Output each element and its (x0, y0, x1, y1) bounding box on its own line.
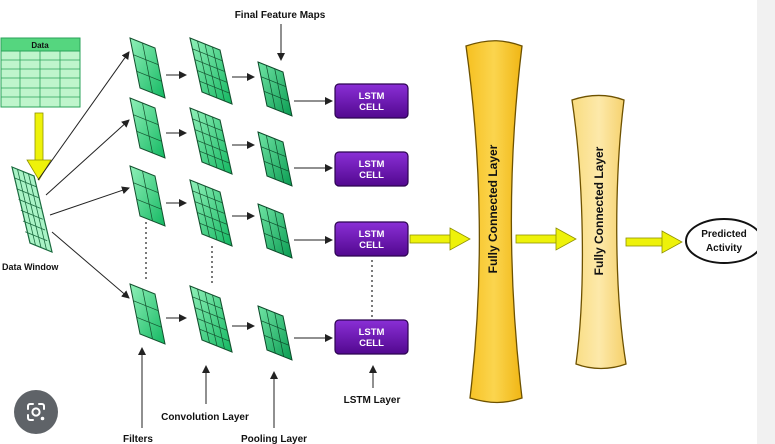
conv-map (189, 37, 233, 105)
lstm-cell-label: LSTM (359, 327, 385, 338)
pool-map (257, 305, 293, 361)
conv-map (189, 285, 233, 353)
lstm-cell: LSTM CELL (334, 319, 409, 355)
camera-lens-icon (27, 403, 45, 421)
filter-map (129, 165, 166, 227)
pool-map (257, 61, 293, 117)
pooling-layer-label: Pooling Layer (241, 434, 307, 444)
data-window (11, 166, 53, 253)
lstm-cell-label: CELL (359, 240, 384, 251)
conv-to-pool-arrows (232, 73, 255, 330)
lstm-cell-label: LSTM (359, 159, 385, 170)
data-table: Data (0, 37, 81, 108)
fc-layer-1: Fully Connected Layer (465, 40, 523, 404)
fc-layer-2-label: Fully Connected Layer (592, 146, 606, 275)
predicted-line1: Predicted (701, 229, 747, 240)
convolution-layer-label: Convolution Layer (161, 412, 249, 423)
pool-map (257, 203, 293, 259)
lstm-cell-label: CELL (359, 170, 384, 181)
predicted-activity-node: Predicted Activity (685, 218, 763, 264)
lstm-layer-label: LSTM Layer (344, 395, 401, 406)
lstm-cell-label: LSTM (359, 229, 385, 240)
fc-layer-2: Fully Connected Layer (571, 94, 627, 370)
conv-map (189, 107, 233, 175)
data-window-label: Data Window (2, 262, 59, 272)
lstm-cell-label: LSTM (359, 91, 385, 102)
pool-to-lstm-arrows (294, 97, 333, 342)
pool-column (257, 61, 293, 361)
fc1-to-fc2-arrow (515, 227, 577, 251)
filters-column (129, 37, 166, 345)
lstm-cell: LSTM CELL (334, 221, 409, 257)
pool-map (257, 131, 293, 187)
filters-label: Filters (123, 434, 153, 444)
data-to-window-arrow (26, 112, 52, 181)
lstm-cell: LSTM CELL (334, 83, 409, 119)
filter-map (129, 97, 166, 159)
lstm-cell-label: CELL (359, 102, 384, 113)
fanout-lines (37, 51, 130, 299)
lens-search-button[interactable] (14, 390, 58, 434)
fc2-to-output-arrow (625, 230, 683, 254)
lstm-to-fc1-arrow (409, 227, 471, 251)
fc-layer-1-label: Fully Connected Layer (486, 144, 500, 273)
filter-map (129, 37, 166, 99)
lstm-cell-label: CELL (359, 338, 384, 349)
page-edge-strip (757, 0, 775, 444)
filter-map (129, 283, 166, 345)
conv-map (189, 179, 233, 247)
final-feature-maps-label: Final Feature Maps (235, 10, 326, 21)
conv-column (189, 37, 233, 353)
filter-to-conv-arrows (166, 71, 187, 322)
lstm-cell: LSTM CELL (334, 151, 409, 187)
predicted-line2: Activity (706, 243, 743, 254)
data-table-header: Data (31, 41, 49, 50)
